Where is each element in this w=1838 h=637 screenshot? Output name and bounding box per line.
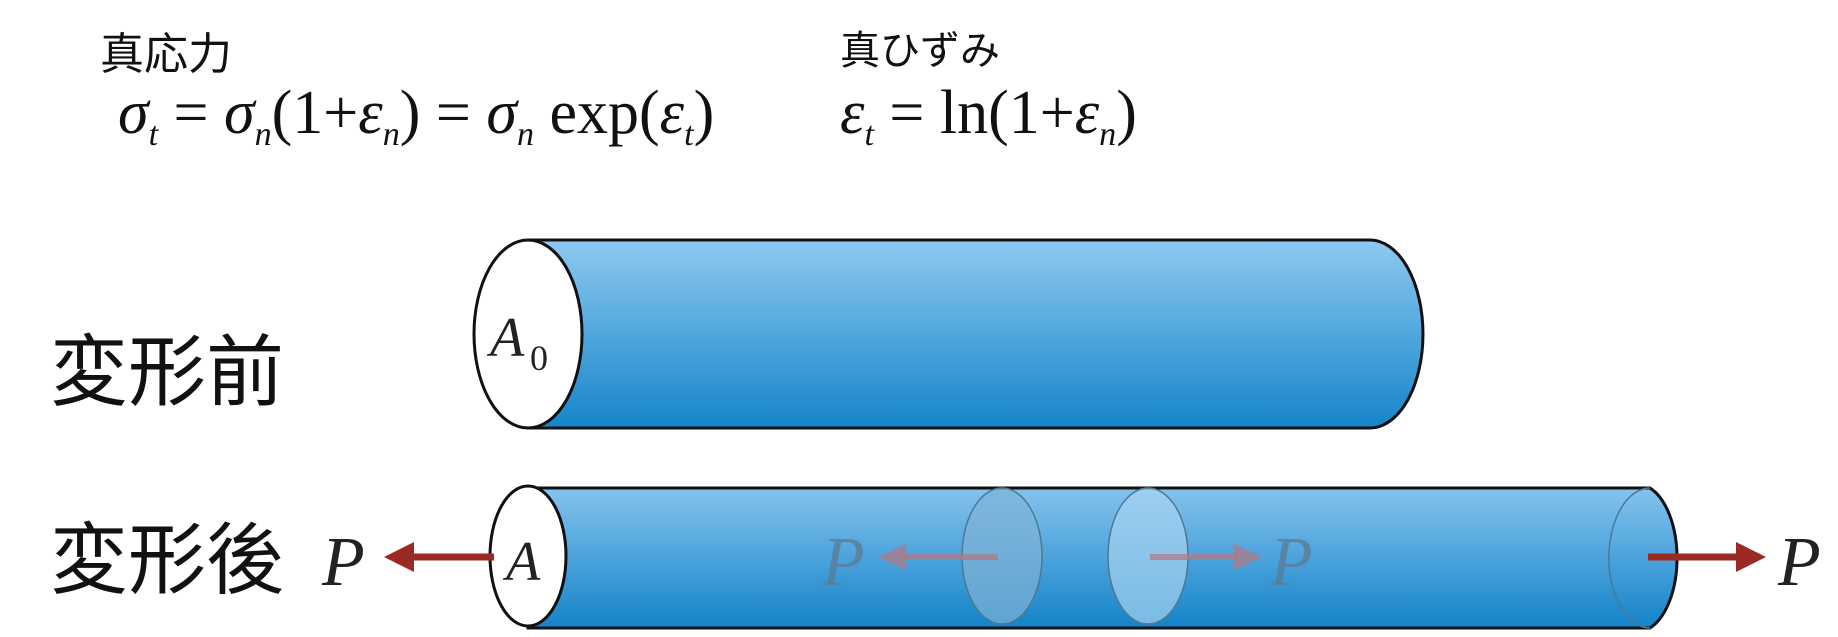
area-initial-subscript: 0 — [530, 338, 548, 378]
internal-force-left: P — [821, 524, 998, 601]
true-strain-label: 真ひずみ — [840, 28, 1000, 74]
external-force-left: P — [321, 524, 494, 601]
area-initial-symbol: A — [486, 307, 525, 369]
cylinder-before: A 0 — [472, 238, 1425, 430]
cylinder-after: A — [488, 484, 1679, 630]
force-symbol-right: P — [1777, 524, 1821, 601]
external-force-right: P — [1648, 524, 1821, 601]
internal-section-3 — [1608, 487, 1651, 629]
area-deformed-symbol: A — [502, 531, 541, 593]
true-stress-label: 真応力 — [100, 29, 232, 80]
cross-section-initial — [472, 238, 584, 430]
true-strain-formula: εt = ln(1+εn) — [840, 79, 1137, 153]
true-stress-formula: σt = σn(1+εn) = σn exp(εt) — [118, 79, 715, 153]
force-symbol-internal-right: P — [1269, 524, 1313, 601]
force-symbol-left: P — [321, 524, 365, 601]
before-label: 変形前 — [50, 328, 285, 418]
force-symbol-internal-left: P — [821, 524, 865, 601]
internal-force-right: P — [1150, 524, 1313, 601]
after-label: 変形後 — [50, 516, 285, 606]
